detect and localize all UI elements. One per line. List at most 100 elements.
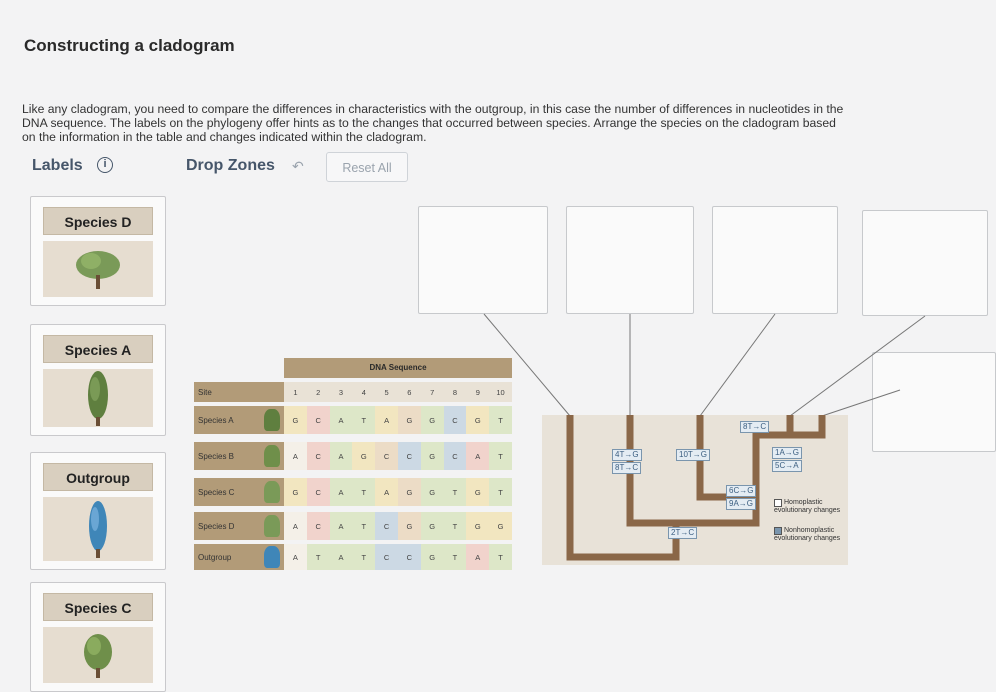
branch-root xyxy=(566,415,680,561)
nucleotide-cell: T xyxy=(306,544,330,570)
nucleotide-cell: A xyxy=(466,544,490,570)
legend-swatch xyxy=(774,527,782,535)
drop-zone-3[interactable] xyxy=(712,206,838,314)
site-number: 10 xyxy=(496,387,505,397)
page-title: Constructing a cladogram xyxy=(24,36,235,55)
nucleotide-cell: G xyxy=(420,544,444,570)
connector-line xyxy=(699,313,776,417)
nucleotide-cell: A xyxy=(329,442,353,470)
table-row: Species C G C A T A G G T G T xyxy=(194,478,512,506)
nucleotide-cell: G xyxy=(420,512,444,540)
label-card-name: Outgroup xyxy=(43,463,153,491)
nucleotide-cell: A xyxy=(284,442,307,470)
site-label: Site xyxy=(194,382,284,402)
legend-swatch xyxy=(774,499,782,507)
nucleotide-cell: G xyxy=(420,442,444,470)
nucleotide-cell: T xyxy=(489,544,512,570)
nucleotide-cell: C xyxy=(375,512,398,540)
nucleotide-cell: A xyxy=(284,512,307,540)
label-card-species-a[interactable]: Species A xyxy=(30,324,166,436)
nucleotide-cell: C xyxy=(375,442,398,470)
nucleotide-cell: G xyxy=(420,406,444,434)
drop-zone-5[interactable] xyxy=(872,352,996,452)
info-icon[interactable]: i xyxy=(97,157,113,173)
nucleotide-cell: A xyxy=(329,544,353,570)
nucleotide-cell: C xyxy=(306,406,330,434)
nucleotide-cell: C xyxy=(306,512,330,540)
nucleotide-cell: T xyxy=(489,478,512,506)
cladogram-panel: 8T→C 4T→G 8T→C 10T→G 1A→G 5C→A 6C→G 9A→G… xyxy=(542,415,848,565)
change-label: 9A→G xyxy=(726,498,757,510)
tree-icon xyxy=(43,369,153,427)
nucleotide-cell: A xyxy=(375,478,398,506)
reset-all-button[interactable]: Reset All xyxy=(326,152,408,182)
nucleotide-cell: G xyxy=(397,406,421,434)
nucleotide-cell: T xyxy=(352,406,376,434)
site-number: 2 xyxy=(316,387,321,397)
nucleotide-cell: G xyxy=(466,512,490,540)
drop-zone-2[interactable] xyxy=(566,206,694,314)
drop-zone-4[interactable] xyxy=(862,210,988,316)
tree-icon xyxy=(264,515,280,537)
nucleotide-cell: A xyxy=(329,512,353,540)
table-row-site: Site 1 2 3 4 5 6 7 8 9 10 xyxy=(194,382,512,402)
nucleotide-cell: A xyxy=(284,544,307,570)
instructions-text: Like any cladogram, you need to compare … xyxy=(22,102,844,144)
label-card-species-d[interactable]: Species D xyxy=(30,196,166,306)
nucleotide-cell: C xyxy=(306,478,330,506)
nucleotide-cell: T xyxy=(443,478,467,506)
dna-sequence-table: DNA Sequence Site 1 2 3 4 5 6 7 8 9 10 S… xyxy=(194,358,512,570)
tree-icon xyxy=(43,627,153,683)
table-row: Species A G C A T A G G C G T xyxy=(194,406,512,434)
nucleotide-cell: T xyxy=(352,544,376,570)
labels-heading: Labels xyxy=(32,157,83,174)
tree-icon xyxy=(43,497,153,561)
legend-homoplastic: Homoplastic evolutionary changes xyxy=(774,499,841,514)
change-label: 8T→C xyxy=(612,462,642,474)
tree-icon xyxy=(264,546,280,568)
nucleotide-cell: G xyxy=(352,442,376,470)
label-card-species-c[interactable]: Species C xyxy=(30,582,166,692)
nucleotide-cell: A xyxy=(329,406,353,434)
table-row: Outgroup A T A T C C G T A T xyxy=(194,544,512,570)
site-number: 7 xyxy=(430,387,435,397)
row-label: Species B xyxy=(194,442,284,470)
site-number: 4 xyxy=(361,387,366,397)
nucleotide-cell: C xyxy=(443,406,467,434)
dna-table-header: DNA Sequence xyxy=(284,358,512,378)
nucleotide-cell: C xyxy=(397,442,421,470)
nucleotide-cell: G xyxy=(397,478,421,506)
tree-icon xyxy=(264,445,280,467)
label-card-outgroup[interactable]: Outgroup xyxy=(30,452,166,570)
nucleotide-cell: T xyxy=(489,442,512,470)
undo-icon[interactable]: ↶ xyxy=(292,158,304,174)
nucleotide-cell: T xyxy=(443,544,467,570)
table-row: Species D A C A T C G G T G G xyxy=(194,512,512,540)
nucleotide-cell: G xyxy=(284,478,307,506)
row-label: Species D xyxy=(194,512,284,540)
change-label: 4T→G xyxy=(612,449,642,461)
site-number: 1 xyxy=(293,387,298,397)
dropzones-heading: Drop Zones xyxy=(186,157,275,174)
change-label: 5C→A xyxy=(772,460,802,472)
row-label: Outgroup xyxy=(194,544,284,570)
site-number: 9 xyxy=(475,387,480,397)
nucleotide-cell: C xyxy=(306,442,330,470)
nucleotide-cell: C xyxy=(443,442,467,470)
drop-zone-1[interactable] xyxy=(418,206,548,314)
change-label: 2T→C xyxy=(668,527,698,539)
label-card-name: Species A xyxy=(43,335,153,363)
nucleotide-cell: G xyxy=(489,512,512,540)
table-row: Species B A C A G C C G C A T xyxy=(194,442,512,470)
nucleotide-cell: T xyxy=(352,512,376,540)
change-label: 1A→G xyxy=(772,447,803,459)
nucleotide-cell: T xyxy=(352,478,376,506)
nucleotide-cell: A xyxy=(329,478,353,506)
site-number: 6 xyxy=(407,387,412,397)
nucleotide-cell: T xyxy=(443,512,467,540)
tree-icon xyxy=(264,409,280,431)
change-label: 10T→G xyxy=(676,449,711,461)
row-label: Species A xyxy=(194,406,284,434)
row-label: Species C xyxy=(194,478,284,506)
site-number: 5 xyxy=(384,387,389,397)
